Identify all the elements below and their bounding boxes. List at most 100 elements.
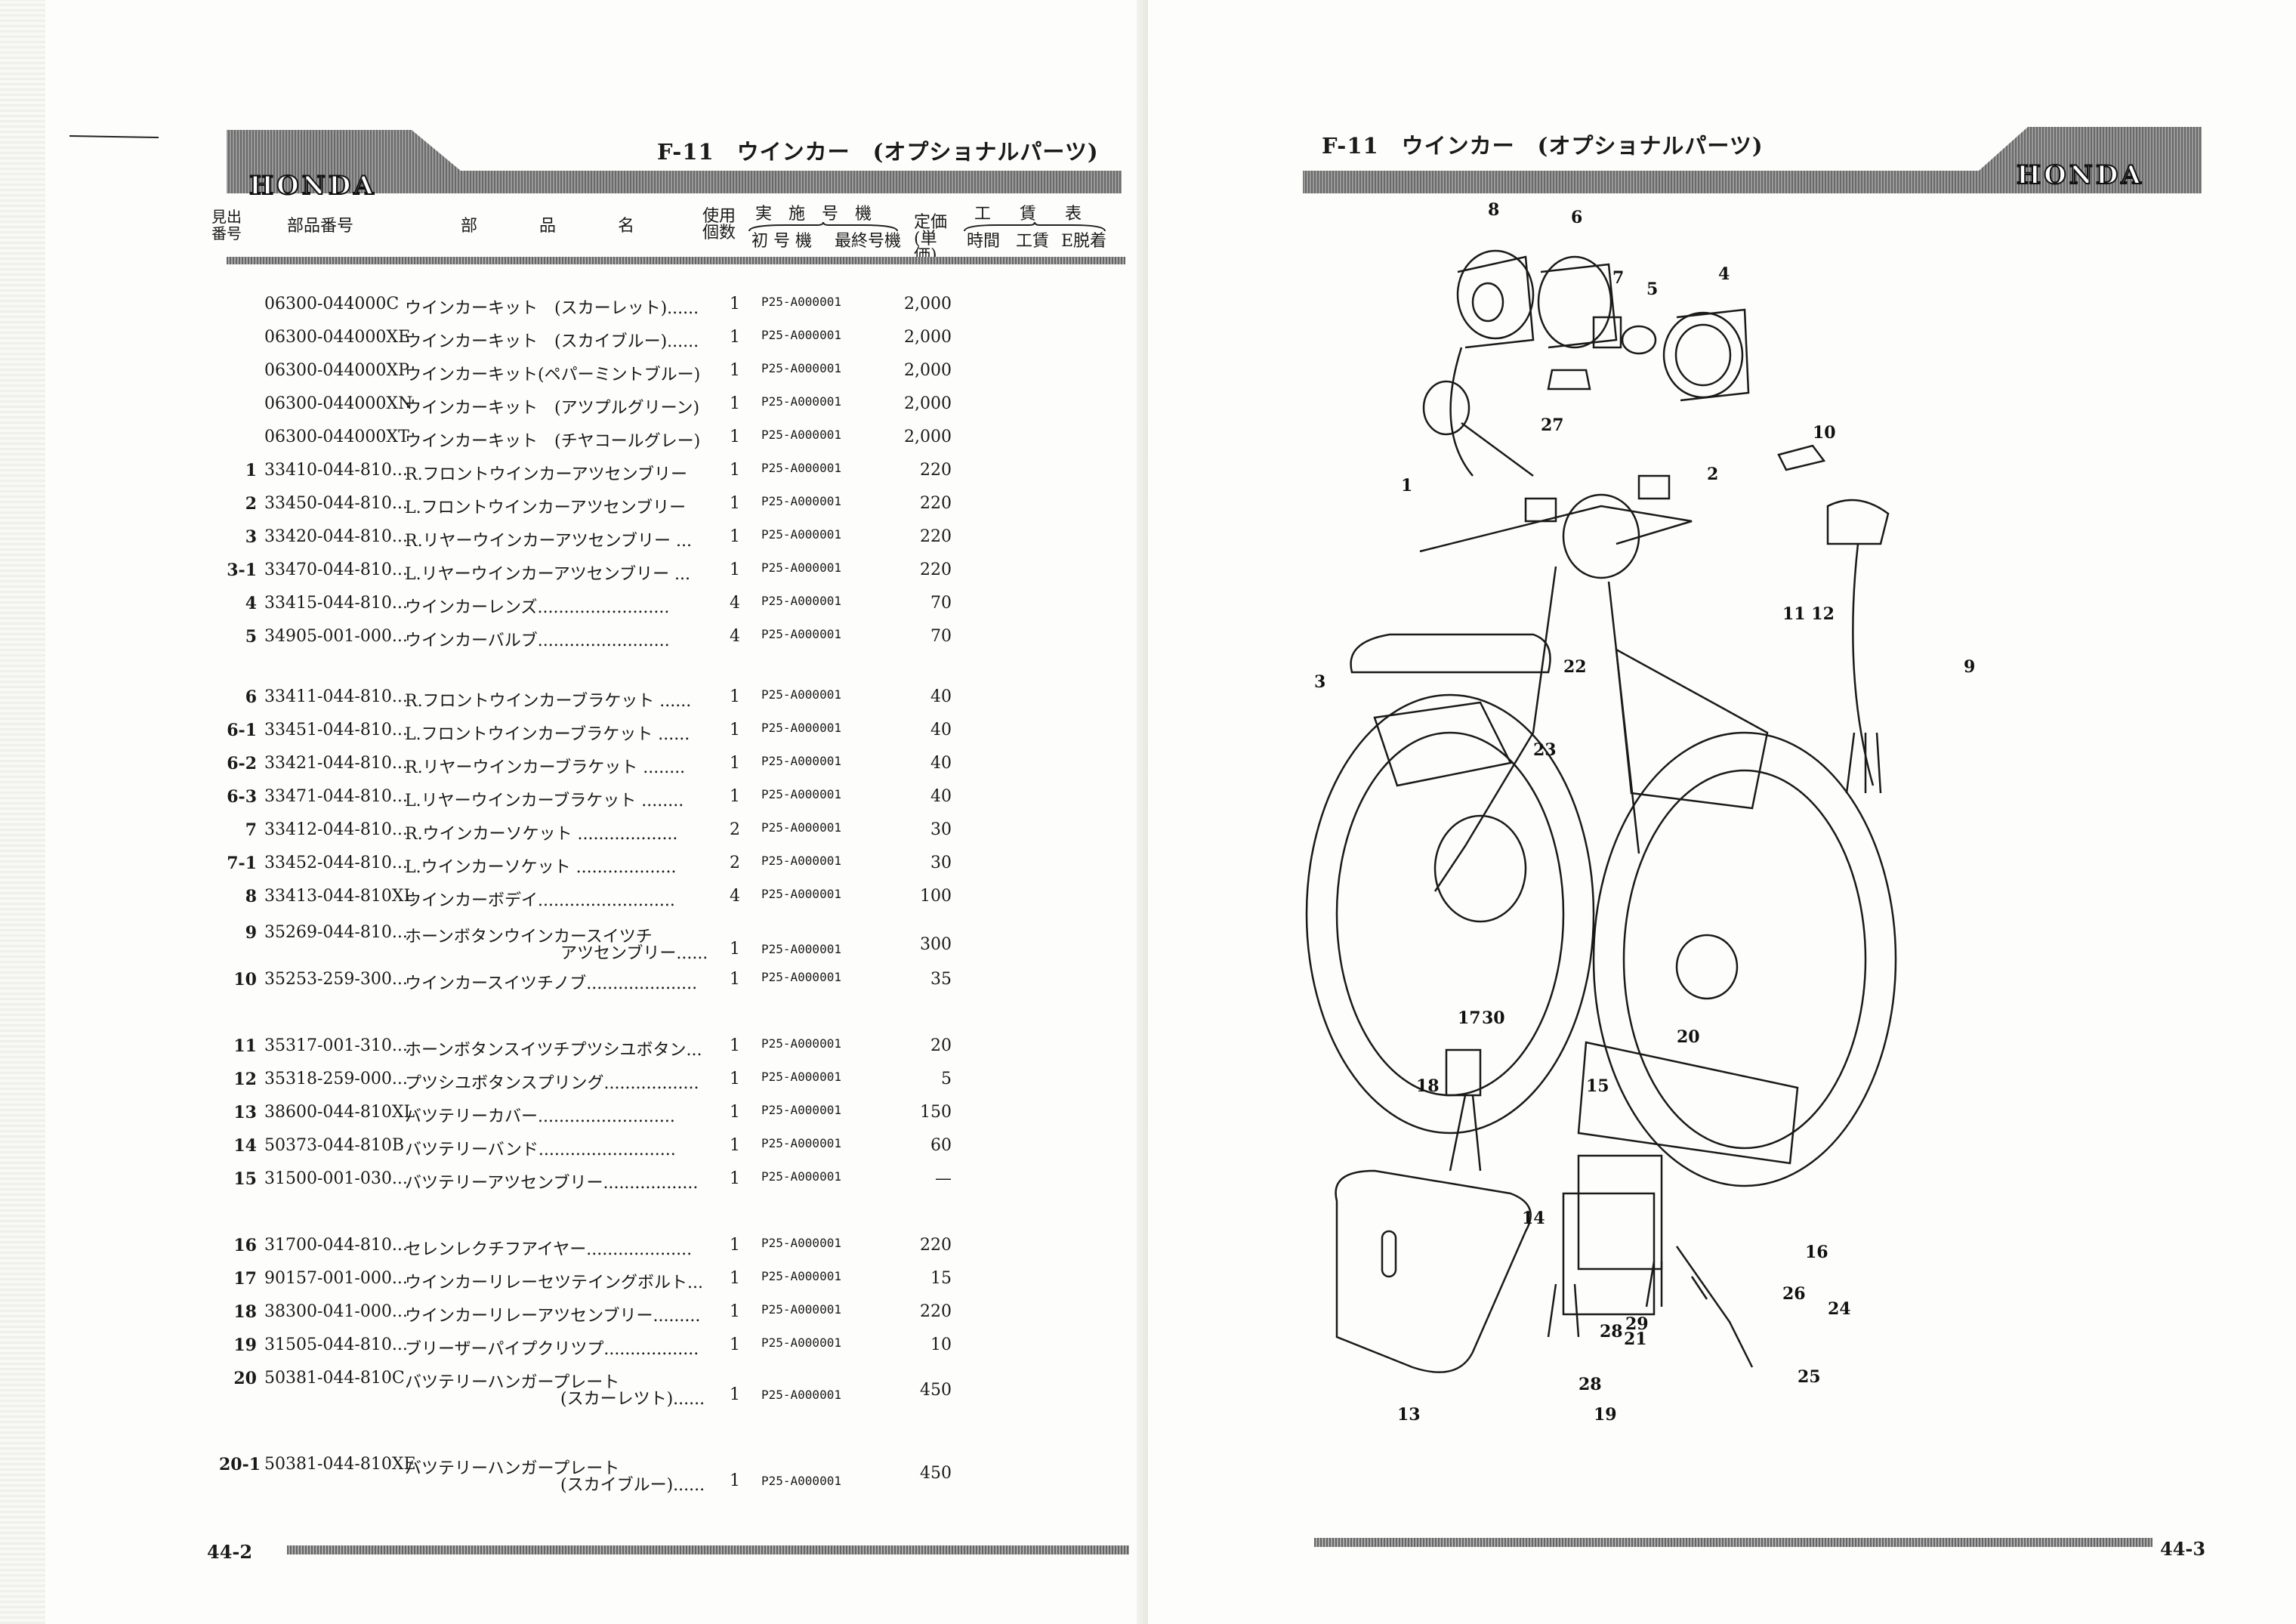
serial-cell: P25-A000001: [761, 1103, 841, 1117]
callout-6: 6: [1571, 208, 1582, 227]
seat: [1350, 633, 1551, 674]
part-name-cell: バツテリーアツセンブリー..................: [405, 1174, 699, 1193]
labor-group-heading: 工 賃 表: [974, 205, 1088, 224]
ref-cell: 20: [233, 1369, 257, 1388]
part-name-cell: R.リヤーウインカーアツセンブリー ...: [405, 532, 692, 551]
part-name-cell: ウインカースイツチノブ.....................: [405, 974, 698, 993]
part-name-cell: セレンレクチフアイヤー....................: [405, 1240, 693, 1259]
switch-illustration: [1826, 499, 1890, 545]
qty-cell: 1: [730, 328, 740, 347]
qty-cell: 1: [730, 1269, 740, 1288]
winker-bracket-illustration: [1537, 255, 1618, 391]
serial-first-heading: 初 号 機: [751, 232, 812, 251]
part-no-cell: 31505-044-810...: [264, 1335, 408, 1354]
serial-cell: P25-A000001: [761, 887, 841, 901]
ref-cell: 6: [245, 687, 257, 707]
part-no-cell: 33411-044-810...: [264, 687, 408, 706]
qty-cell: 1: [730, 1169, 740, 1188]
qty-heading: 使用個数: [702, 207, 736, 242]
part-no-cell: 90157-001-000...: [264, 1269, 408, 1288]
part-name-cell: バツテリーカバー..........................: [405, 1107, 675, 1126]
serial-cell: P25-A000001: [761, 787, 841, 801]
qty-cell: 4: [730, 887, 740, 906]
part-no-cell: 06300-044000XP: [264, 361, 409, 380]
qty-cell: 1: [730, 1302, 740, 1321]
serial-cell: P25-A000001: [761, 1236, 841, 1250]
ref-cell: 6-2: [227, 754, 257, 773]
price-cell: 2,000: [904, 394, 952, 413]
part-no-cell: 06300-044000XT: [264, 428, 409, 446]
price-cell: 220: [920, 560, 952, 579]
callout-11-12: 11 12: [1782, 604, 1835, 624]
qty-cell: 1: [730, 1136, 740, 1155]
part-name-cell: ウインカーキット(ペパーミントブルー): [405, 366, 701, 384]
part-no-cell: 35318-259-000...: [264, 1070, 408, 1088]
mirror-illustration: [1422, 380, 1470, 436]
ref-cell: 3-1: [227, 560, 257, 580]
part-name-cell: L.ウインカーソケット ...................: [405, 858, 677, 877]
callout-19: 19: [1594, 1405, 1617, 1425]
callout-21: 21: [1624, 1329, 1647, 1349]
part-no-heading: 部品番号: [287, 217, 354, 236]
serial-cell: P25-A000001: [761, 1335, 841, 1350]
ref-cell: 3: [245, 527, 257, 547]
qty-cell: 1: [730, 494, 740, 513]
qty-cell: 1: [730, 394, 740, 413]
serial-last-heading: 最終号機: [835, 232, 902, 251]
part-no-cell: 33413-044-810XL: [264, 887, 415, 906]
part-name-cell: ウインカーリレーセツテイングボルト...: [405, 1274, 703, 1292]
honda-logo: HONDA: [248, 170, 377, 202]
part-no-cell: 31700-044-810...: [264, 1236, 408, 1255]
qty-cell: 1: [730, 1236, 740, 1255]
page-edge-texture: [0, 0, 45, 1624]
part-no-cell: 31500-001-030...: [264, 1169, 408, 1188]
callout-3: 3: [1314, 672, 1325, 692]
part-no-cell: 35253-259-300...: [264, 970, 408, 989]
callout-28a: 28: [1600, 1322, 1623, 1341]
ref-cell: 15: [233, 1169, 257, 1189]
qty-cell: 4: [730, 627, 740, 646]
ref-cell: 9: [245, 923, 257, 943]
part-no-cell: 06300-044000C: [264, 295, 400, 313]
part-name-cell: ウインカーキット (スカーレット)......: [405, 299, 699, 318]
part-no-cell: 34905-001-000...: [264, 627, 408, 646]
callout-24: 24: [1828, 1299, 1851, 1319]
part-name-cell: ウインカーキット (アツプルグリーン): [405, 399, 700, 418]
part-name-cell: バツテリーハンガープレート: [405, 1373, 620, 1392]
price-cell: 220: [920, 527, 952, 546]
part-name-heading: 部 品 名: [461, 217, 658, 236]
price-cell: 450: [920, 1381, 952, 1400]
serial-cell: P25-A000001: [761, 295, 841, 309]
ref-cell: 6-1: [227, 721, 257, 740]
qty-cell: 1: [730, 560, 740, 579]
price-cell: 30: [930, 820, 952, 839]
serial-cell: P25-A000001: [761, 627, 841, 641]
battery-band: [1562, 1192, 1656, 1316]
part-no-cell: 33410-044-810...: [264, 461, 408, 480]
ref-cell: 14: [233, 1136, 257, 1156]
part-no-cell: 50381-044-810XE: [264, 1455, 416, 1474]
front-wheel: [1592, 731, 1897, 1187]
part-no-cell: 33450-044-810...: [264, 494, 408, 513]
price-cell: 30: [930, 854, 952, 872]
qty-cell: 1: [730, 970, 740, 989]
serial-cell: P25-A000001: [761, 361, 841, 375]
callout-14: 14: [1522, 1209, 1545, 1228]
part-name-cell: L.リヤーウインカーブラケット ........: [405, 792, 684, 810]
serial-cell: P25-A000001: [761, 1302, 841, 1317]
serial-cell: P25-A000001: [761, 1169, 841, 1184]
part-no-cell: 33451-044-810...: [264, 721, 408, 739]
serial-cell: P25-A000001: [761, 527, 841, 542]
serial-cell: P25-A000001: [761, 754, 841, 768]
qty-cell: 1: [730, 1385, 740, 1404]
part-name-cont-cell: アツセンブリー......: [560, 944, 708, 963]
ref-cell: 20-1: [219, 1455, 261, 1474]
